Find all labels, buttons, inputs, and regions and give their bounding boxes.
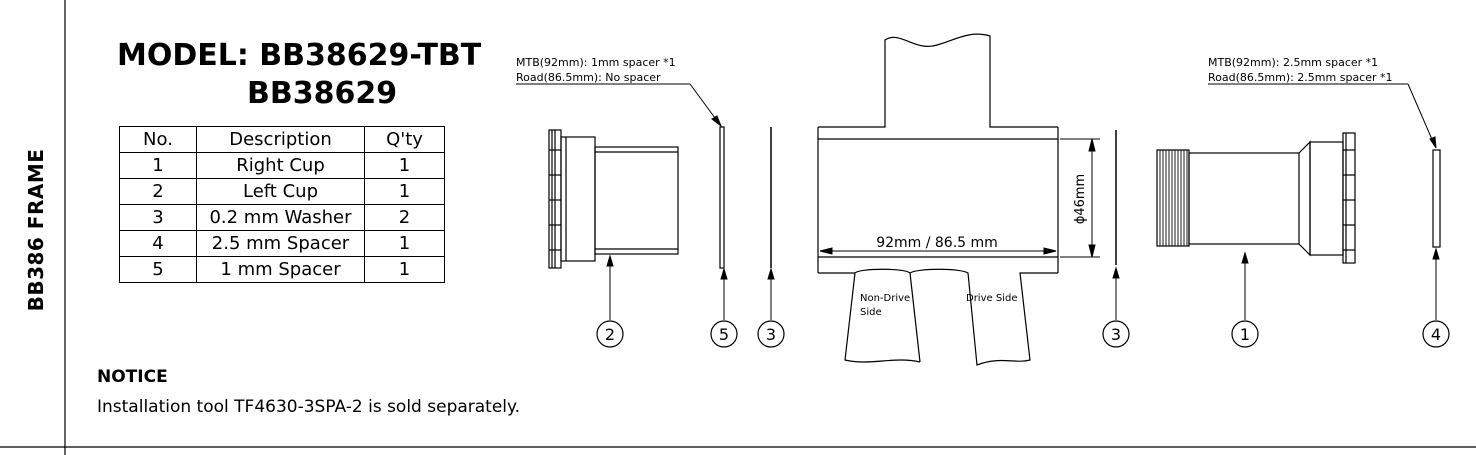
col-header-no: No. <box>119 126 197 153</box>
left-note-line2: Road(86.5mm): No spacer <box>516 71 661 84</box>
col-header-qty: Q'ty <box>364 126 445 153</box>
col-header-description: Description <box>196 126 365 153</box>
left-cup-drawing <box>548 129 679 269</box>
left-note-line1: MTB(92mm): 1mm spacer *1 <box>516 56 676 69</box>
callout-circles <box>596 320 1450 348</box>
spacer-washer-drawing <box>719 126 1441 269</box>
table-row: 3 0.2 mm Washer 2 <box>119 204 445 231</box>
width-dimension <box>819 247 1057 255</box>
cell-description: 1 mm Spacer <box>196 256 365 283</box>
cell-qty: 1 <box>364 230 445 257</box>
cell-no: 2 <box>119 178 197 205</box>
notice-heading: NOTICE <box>97 367 168 387</box>
callout-washer-right: 3 <box>1111 325 1121 344</box>
cell-no: 4 <box>119 230 197 257</box>
model-title-line2: BB38629 <box>247 76 398 111</box>
right-note-line2: Road(86.5mm): 2.5mm spacer *1 <box>1208 71 1393 84</box>
callout-left-cup: 2 <box>605 325 615 344</box>
cell-description: Left Cup <box>196 178 365 205</box>
non-drive-side-label-1: Non-Drive <box>860 293 910 304</box>
parts-table-header: No. Description Q'ty <box>119 126 445 153</box>
parts-table: No. Description Q'ty 1 Right Cup 1 2 Lef… <box>119 126 445 283</box>
cell-description: Right Cup <box>196 152 365 179</box>
frame-label: BB386 FRAME <box>24 148 48 312</box>
cell-no: 3 <box>119 204 197 231</box>
bb-shell-drawing <box>817 33 1059 366</box>
cell-description: 0.2 mm Washer <box>196 204 365 231</box>
callout-leaders <box>516 83 1440 320</box>
callout-spacer-1mm: 5 <box>719 325 729 344</box>
drive-side-label: Drive Side <box>966 293 1017 304</box>
callout-spacer-2-5mm: 4 <box>1431 325 1441 344</box>
width-dimension-label: 92mm / 86.5 mm <box>876 235 998 251</box>
non-drive-side-label-2: Side <box>860 307 882 318</box>
callout-right-cup: 1 <box>1240 325 1250 344</box>
notice-text: Installation tool TF4630-3SPA-2 is sold … <box>97 397 521 417</box>
cell-qty: 1 <box>364 152 445 179</box>
table-row: 2 Left Cup 1 <box>119 178 445 205</box>
table-row: 1 Right Cup 1 <box>119 152 445 179</box>
cell-qty: 1 <box>364 256 445 283</box>
model-title-line1: MODEL: BB38629-TBT <box>117 38 482 73</box>
cell-description: 2.5 mm Spacer <box>196 230 365 257</box>
cell-qty: 2 <box>364 204 445 231</box>
diameter-dimension <box>1060 138 1100 258</box>
table-row: 4 2.5 mm Spacer 1 <box>119 230 445 257</box>
right-note-line1: MTB(92mm): 2.5mm spacer *1 <box>1208 56 1379 69</box>
cell-no: 1 <box>119 152 197 179</box>
right-cup-drawing <box>1156 132 1356 264</box>
cell-qty: 1 <box>364 178 445 205</box>
table-row: 5 1 mm Spacer 1 <box>119 256 445 283</box>
callout-washer-left: 3 <box>766 325 776 344</box>
diameter-dimension-label: ϕ46mm <box>1073 174 1088 224</box>
cell-no: 5 <box>119 256 197 283</box>
